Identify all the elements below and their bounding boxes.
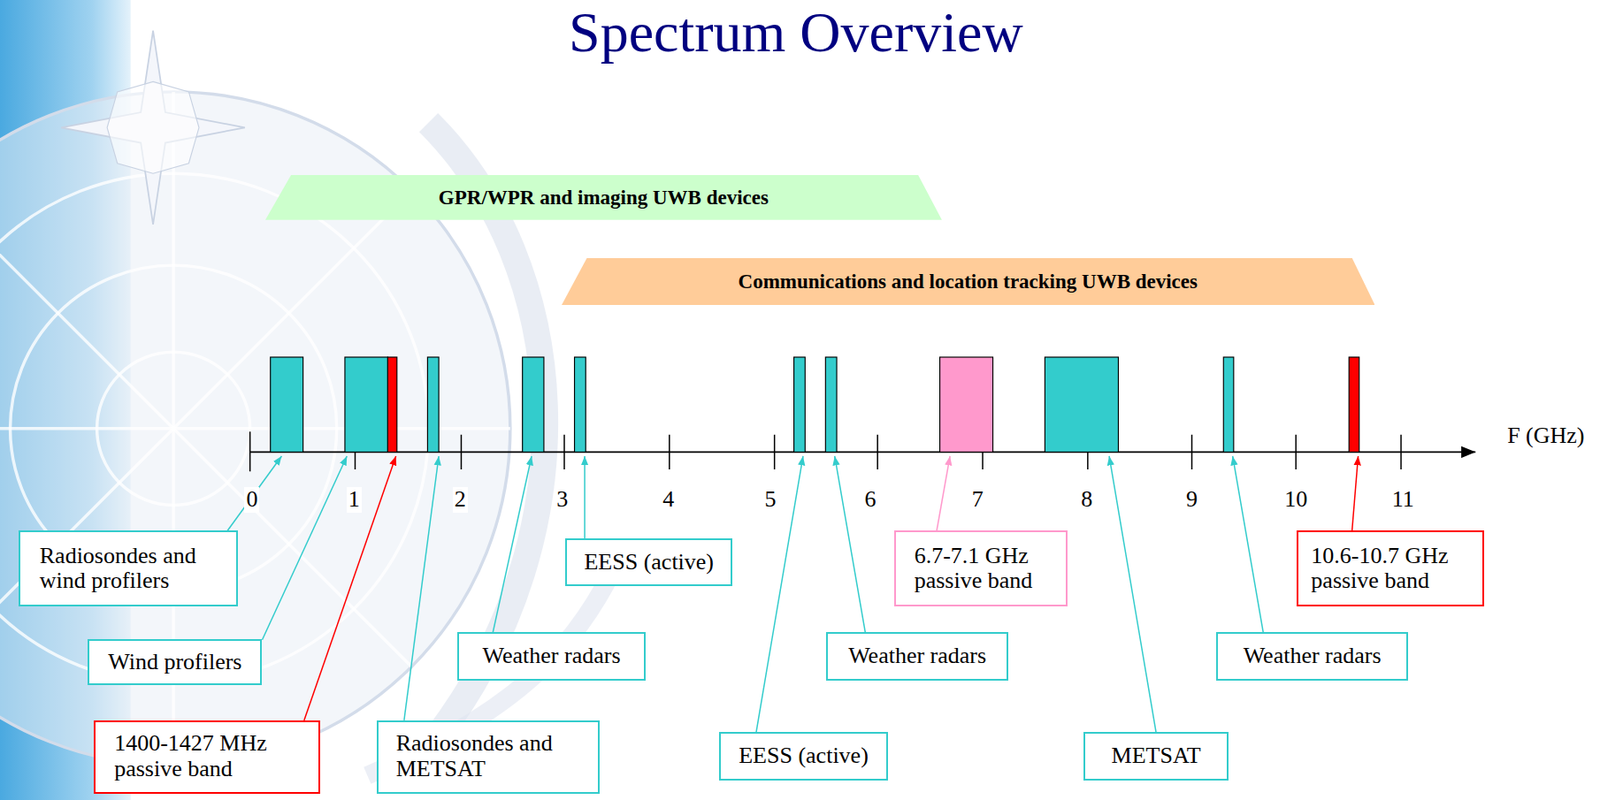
frequency-axis-part — [773, 435, 775, 470]
allocation-bars-part — [1348, 357, 1360, 452]
allocation-bars-part — [270, 357, 304, 452]
leader-lines-part — [304, 456, 397, 721]
band-label: GPR/WPR and imaging UWB devices — [438, 186, 769, 209]
callout-box: Weather radars — [1216, 632, 1409, 681]
callout-label: 1400-1427 MHz passive band — [114, 731, 300, 782]
uwb-band: GPR/WPR and imaging UWB devices — [265, 175, 942, 221]
frequency-axis-part — [249, 431, 251, 472]
allocation-bars-part — [344, 357, 388, 452]
tick-label: 2 — [452, 487, 468, 513]
leader-lines-part — [227, 456, 282, 531]
callout-label: METSAT — [1111, 743, 1202, 770]
background-watermark-part — [0, 191, 412, 667]
callout-box: 6.7-7.1 GHz passive band — [894, 530, 1068, 608]
tick-label: 9 — [1184, 487, 1200, 513]
callout-box: 10.6-10.7 GHz passive band — [1296, 530, 1485, 608]
leader-lines-part — [1109, 456, 1156, 734]
leader-lines-part — [1352, 456, 1359, 531]
background-watermark-part — [0, 191, 412, 667]
frequency-axis-part — [563, 435, 565, 470]
tick-label: 0 — [244, 487, 260, 513]
tick-label: 6 — [863, 487, 879, 513]
callout-label: Weather radars — [482, 643, 621, 670]
callout-label: EESS (active) — [583, 550, 714, 576]
callout-box: EESS (active) — [719, 732, 888, 781]
callout-label: Weather radars — [1243, 643, 1382, 670]
callout-box: 1400-1427 MHz passive band — [93, 720, 321, 795]
allocation-bars-part — [1044, 357, 1118, 452]
tick-label: 3 — [554, 487, 570, 513]
leader-lines-part — [936, 456, 950, 531]
allocation-bars-part — [794, 357, 806, 452]
callout-box: EESS (active) — [565, 538, 733, 587]
band-label: Communications and location tracking UWB… — [738, 270, 1198, 293]
allocation-bars-part — [427, 357, 439, 452]
allocation-bars-part — [387, 357, 397, 452]
callout-label: Radiosondes and wind profilers — [39, 543, 217, 595]
frequency-axis-part — [1400, 435, 1401, 470]
slide-title: Spectrum Overview — [568, 1, 1024, 64]
tick-label: 11 — [1390, 487, 1417, 513]
leader-lines-part — [1232, 456, 1264, 634]
allocation-bars-part — [825, 357, 837, 452]
tick-label: 7 — [970, 487, 986, 513]
background-watermark-part — [107, 81, 200, 174]
frequency-axis-part — [876, 435, 878, 470]
frequency-axis-part — [1191, 435, 1193, 470]
callout-label: 6.7-7.1 GHz passive band — [914, 543, 1048, 595]
allocation-bars-part — [940, 357, 994, 452]
leader-lines-part — [834, 456, 866, 634]
background-watermark-part — [61, 30, 245, 225]
frequency-axis-part — [1294, 435, 1296, 470]
tick-label: 4 — [660, 487, 676, 513]
allocation-bars — [270, 357, 1360, 452]
callout-box: Radiosondes and wind profilers — [18, 530, 238, 608]
callout-label: Wind profilers — [107, 650, 242, 676]
tick-label: 5 — [763, 487, 779, 513]
tick-label: 8 — [1079, 487, 1095, 513]
callout-box: Weather radars — [457, 632, 646, 681]
band-fill — [561, 258, 1375, 306]
leader-lines-part — [404, 456, 439, 721]
tick-label: 1 — [346, 487, 362, 513]
callout-label: Weather radars — [848, 643, 987, 670]
frequency-axis-part — [460, 435, 462, 470]
callout-box: Weather radars — [826, 632, 1008, 681]
leader-lines-part — [492, 456, 532, 634]
tick-label: 10 — [1282, 487, 1310, 513]
frequency-axis-part — [668, 435, 670, 470]
callout-label: EESS (active) — [738, 743, 869, 770]
callout-label: Radiosondes and METSAT — [396, 731, 582, 782]
axis-title: F (GHz) — [1505, 423, 1586, 450]
leader-lines — [227, 456, 1358, 734]
leader-lines-part — [262, 456, 348, 641]
allocation-bars-part — [574, 357, 587, 452]
allocation-bars-part — [522, 357, 544, 452]
callout-box: METSAT — [1083, 732, 1229, 781]
callout-box: Wind profilers — [87, 639, 262, 686]
band-fill — [265, 175, 942, 221]
allocation-bars-part — [1223, 357, 1234, 452]
leader-lines-part — [756, 456, 804, 734]
callout-box: Radiosondes and METSAT — [376, 720, 600, 795]
callout-label: 10.6-10.7 GHz passive band — [1310, 543, 1470, 595]
leader-lines-part — [583, 456, 585, 540]
uwb-band: Communications and location tracking UWB… — [561, 258, 1375, 306]
